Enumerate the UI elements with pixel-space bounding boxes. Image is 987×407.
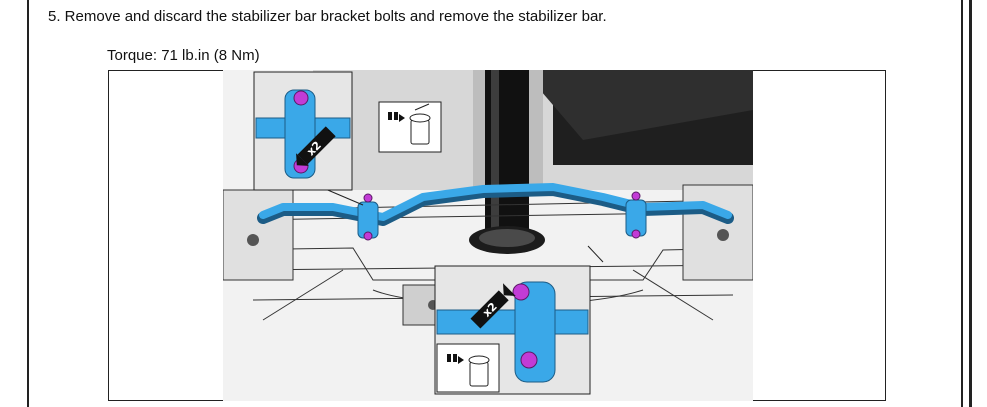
bracket-right [625, 191, 647, 239]
step-instruction: 5. Remove and discard the stabilizer bar… [48, 8, 607, 25]
bracket-left [357, 193, 379, 241]
inset-bottom: x2 [434, 265, 591, 395]
stabilizer-bar-illustration: x2 x2 [223, 70, 753, 401]
page-edge [969, 0, 972, 407]
discard-bin-icon [378, 101, 442, 153]
inset-top-left: x2 [253, 71, 353, 191]
torque-spec: Torque: 71 lb.in (8 Nm) [107, 47, 260, 64]
